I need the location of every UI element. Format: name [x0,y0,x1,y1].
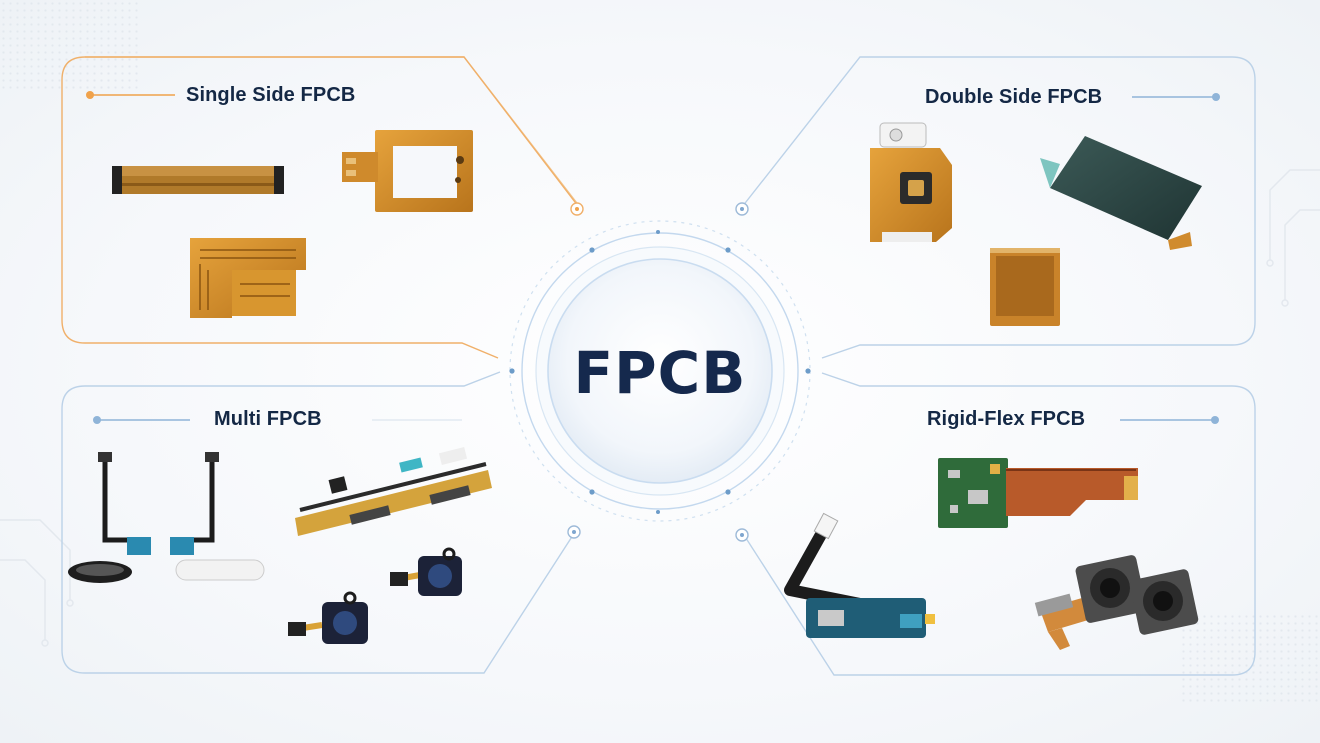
panel-frame-multi [61,371,576,674]
dot-pattern-bottom-right [1180,613,1320,703]
connector-nodes [567,202,749,542]
square-copper-pad-icon [990,248,1060,326]
center-title: FPCB [573,339,747,407]
bent-flex-circuit-icon [190,238,306,318]
panel-title-single: Single Side FPCB [186,84,356,106]
panel-title-multi: Multi FPCB [214,408,322,430]
copper-frame-circuit-icon [342,130,473,212]
audio-jack-flex-icon [288,547,462,644]
panel-title-rigid-flex: Rigid-Flex FPCB [927,408,1086,430]
strip-flex-assembly-icon [295,447,492,536]
charging-port-flex-icon [784,512,935,638]
dot-pattern-top-left [0,0,140,90]
button-flex-cable-icon [68,452,265,583]
dual-camera-module-icon [1034,555,1199,650]
dark-flex-panel-icon [1040,136,1202,250]
panel-title-double: Double Side FPCB [925,86,1103,108]
panel-frame-rigid [741,372,1256,676]
rigid-flex-board-icon [938,458,1138,528]
circuit-traces [0,169,1320,647]
center-hub [509,220,811,522]
camera-flex-module-icon [870,122,952,242]
panel-frame-single-outline [61,56,579,359]
flex-cable-icon [112,166,284,194]
panel-frame-double [741,56,1256,359]
title-decorations [86,91,1220,424]
